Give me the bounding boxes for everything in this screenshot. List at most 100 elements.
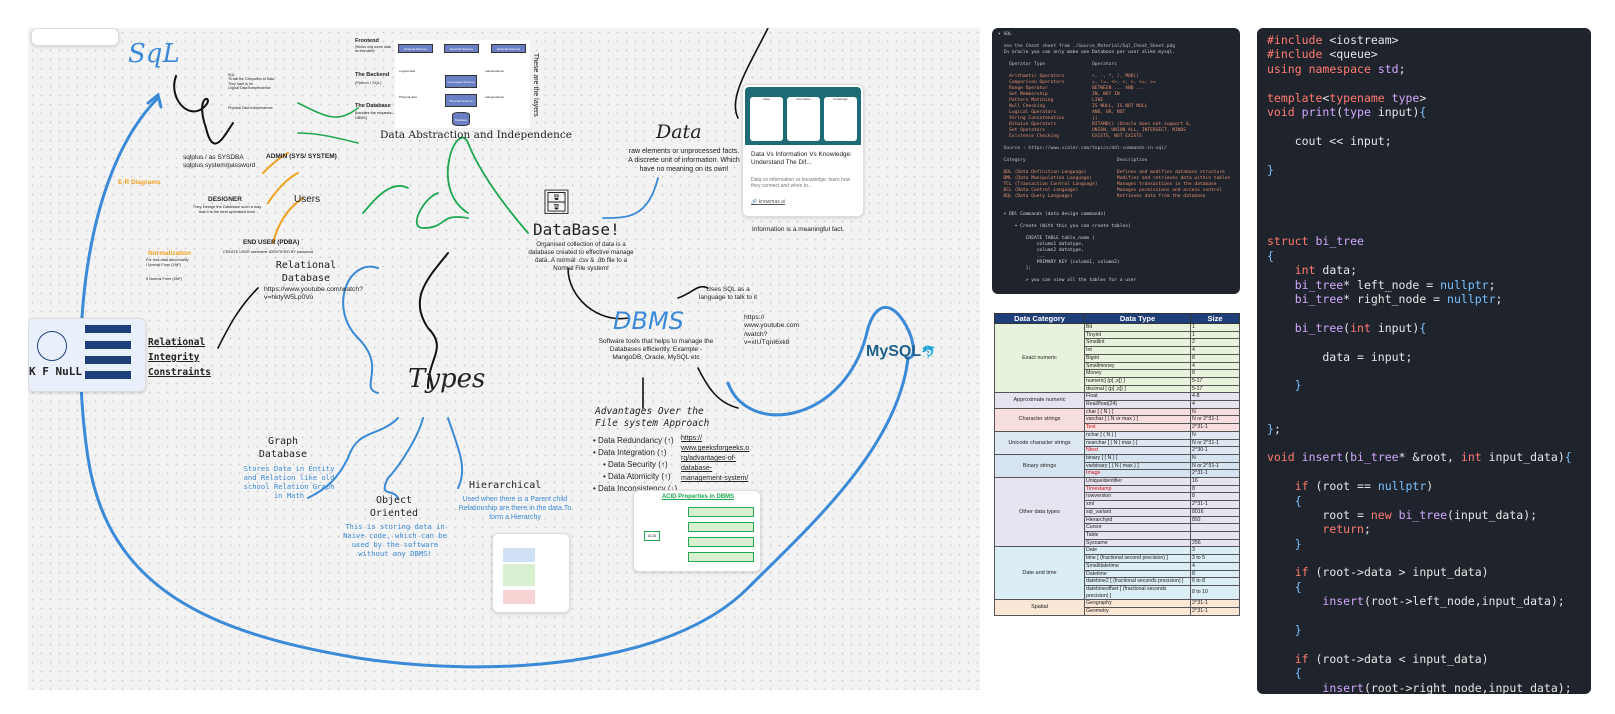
code-line [1267,407,1581,421]
layer-frontend: Frontend [355,38,379,44]
code-line: data = input; [1267,349,1413,364]
code-line [1267,465,1581,479]
code-line [1267,191,1581,205]
cheat-line: Operator Type Operators [998,62,1117,67]
code-line: cout << input; [1267,133,1392,148]
dbms-yt-link[interactable]: https:// www.youtube.com /watch? v=xIUTq… [744,314,800,347]
graph-title: Graph Database [258,436,308,460]
size-cell: N or 2^31-1 [1190,415,1240,425]
code-line: }; [1267,421,1281,436]
link-preview-card[interactable]: Data Information Knowledge Data Vs Infor… [742,84,864,217]
hand-note: K F NuLL [29,365,82,378]
code-line: #include <iostream> [1267,33,1399,47]
type-cell: char [ ( N ) ] [1084,407,1191,417]
type-cell: Bit [1084,323,1191,332]
type-cell: Tinyint [1084,330,1191,340]
thumb-bar [85,371,131,379]
abstraction-diagram[interactable]: External Schema External Schema External… [395,40,530,128]
diag-label: Physical data [399,95,417,99]
thumb-bar [85,356,131,364]
database-cylinder: Database [452,112,470,126]
hier-title: Hierarchical [469,480,542,491]
cheat-line: see the Cheat sheet from ./Source_Materi… [998,44,1176,49]
size-cell: 1 [1190,323,1240,332]
database-desc: Organised collection of data is a databa… [528,241,634,272]
category-cell: Other data types [994,477,1085,548]
code-line: { [1294,666,1302,681]
size-cell: 8016 [1190,507,1240,517]
sql-cheat-sheet-panel[interactable]: ▾ SQL see the Cheat sheet from ./Source_… [992,28,1240,294]
diag-label: Independence [485,69,505,73]
advantages-link[interactable]: https:// www.geeksforgeeks.o rg/advantag… [681,435,750,482]
link-card-title[interactable]: Data Vs Information Vs Knowledge: Unders… [751,151,852,166]
ext-schema-box: External Schema [398,44,433,53]
type-cell: varbinary [ ( N | max ) ] [1084,461,1191,471]
type-cell: Cursor [1084,523,1191,532]
cpp-code-editor[interactable]: #include <iostream>#include <queue>using… [1257,28,1591,694]
code-line: } [1294,536,1302,551]
code-line: #include <queue> [1267,47,1378,62]
advantage-item: • Data Redundancy (↑) [593,436,674,445]
advantage-item: • Data Inconsistency (↓) [593,484,678,493]
size-cell: 8 [1190,569,1240,579]
circle-diagram [37,331,67,361]
code-line [1267,206,1581,220]
panel-knowledge: Knowledge [824,97,857,141]
whiteboard-canvas[interactable]: SqL SQL To talk the Computers to Data Th… [28,28,980,690]
size-cell: 2^31-1 [1190,500,1240,509]
code-line [1267,76,1581,90]
erd-thumbnail-card[interactable]: K F NuLL [28,318,146,392]
cheat-line: PRIMARY KEY (column1, column2) [998,260,1120,265]
type-cell: Text [1084,423,1191,432]
code-line: } [1267,162,1274,177]
type-cell: Date [1084,546,1191,556]
dolphin-icon: 🐬 [921,345,937,359]
code-line: root = new bi_tree(input_data); [1267,507,1538,522]
object-title: Object Oriented [369,495,419,519]
advantage-item: • Data Atomicity (↑) [603,472,671,481]
type-cell: Image [1084,469,1191,479]
size-cell: 5-17 [1190,376,1240,386]
relational-link[interactable]: https://www.youtube.com/watch?v=hktyW5Lp… [264,286,363,302]
code-line: template<typename type> [1267,90,1427,105]
cheat-line: Set Operators UNION, UNION ALL, INTERSEC… [998,128,1187,133]
dbms-desc: Software tools that helps to manage the … [598,338,714,362]
type-cell: binary [ ( N ) ] [1084,453,1191,463]
size-cell: 5-17 [1190,384,1240,394]
type-cell: Hierarchyid [1084,515,1191,525]
code-line [1267,364,1581,378]
type-cell: Geography [1084,599,1191,608]
category-cell: Binary strings [994,453,1085,479]
size-cell: 8 [1190,484,1240,494]
acid-card[interactable]: ACID Properties in DBMS ACID [633,490,761,572]
graph-desc: Stores Data in Entity and Relation like … [243,464,335,500]
link-card-source[interactable]: 🔗 knowmax.ai [751,199,786,205]
ext-schema-box: External Schema [491,44,526,53]
ext-schema-box: External Schema [444,44,479,53]
link-icon: 🔗 [751,199,759,205]
panel-information: Information [787,97,820,141]
cheat-line: Pattern Matching LIKE [998,98,1104,103]
green-arrow-up [467,142,529,234]
category-cell: Character strings [994,407,1085,432]
relational-title: Relational Database [275,260,337,284]
size-cell: 8 to 10 [1190,584,1240,601]
type-cell: Sysname [1084,538,1191,548]
type-cell: Smallint [1084,338,1191,348]
diag-label: Logical data [399,69,416,73]
normalization-title: Normalization [148,250,191,257]
cheat-line: Bitwise Operators BITAND() (Oracle does … [998,122,1192,127]
hierarchy-table-thumbnail[interactable] [492,533,570,613]
code-line: int data; [1294,263,1358,278]
admin-title: ADMIN (SYS/ SYSTEM) [266,153,337,160]
mini-table-card[interactable] [31,28,119,46]
green-arrow-abstraction [446,136,469,214]
type-cell: Datetime [1084,569,1191,579]
layer-note-1: SQL To talk the Computers to Data They h… [228,73,275,91]
cheat-line: Range Operator BETWEEN ... AND ... [998,86,1145,91]
category-cell: Unicode character strings [994,430,1085,455]
code-line: bi_tree(int input){ [1294,320,1427,335]
